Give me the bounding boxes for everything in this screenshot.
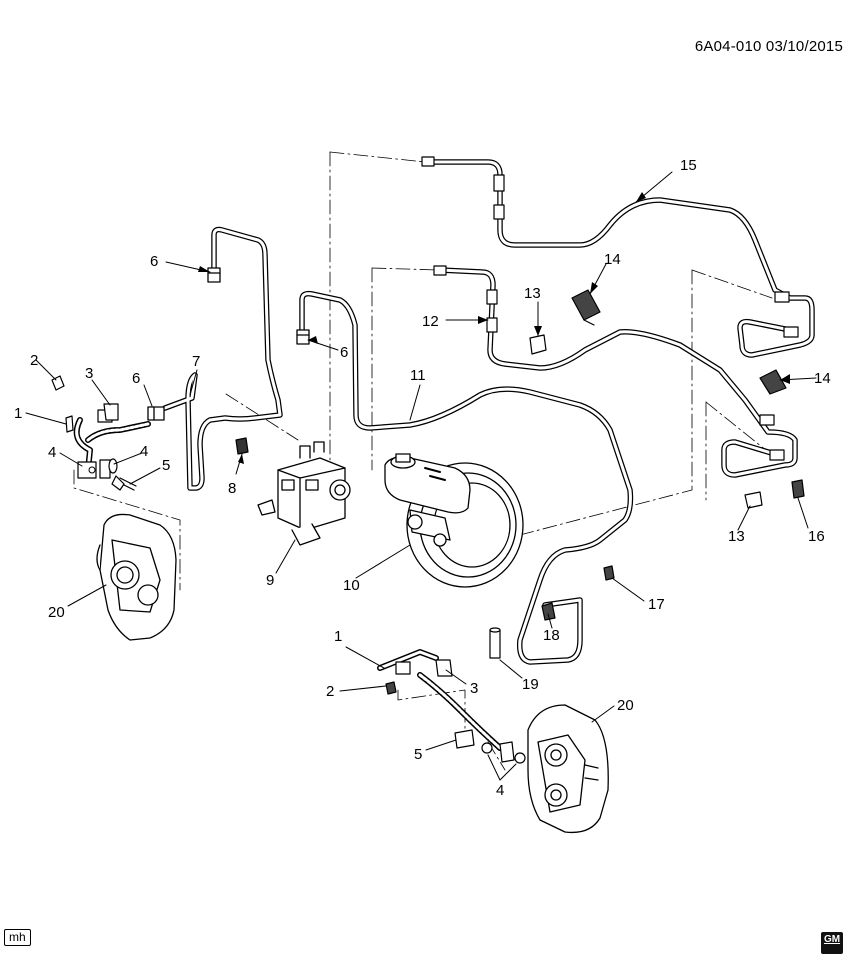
callout-4-rear: 4 (496, 782, 504, 799)
clip-13-lower (744, 491, 763, 509)
hose-sleeve-19 (489, 627, 501, 659)
callout-labels: 15 14 6 13 12 6 2 7 3 11 6 14 1 4 4 5 8 … (14, 157, 831, 799)
clip-18 (541, 602, 556, 621)
callout-9: 9 (266, 572, 274, 589)
fitting-6-upper (207, 267, 221, 283)
callout-20-rear: 20 (617, 697, 634, 714)
fitting-6-middle (296, 329, 310, 345)
callout-15: 15 (680, 157, 697, 174)
front-brake-hose-assembly (51, 375, 151, 491)
leader-arrowheads (198, 192, 790, 464)
callout-4-left-a: 4 (48, 444, 56, 461)
illustrator-tag: mh (4, 929, 31, 946)
callout-6-left: 6 (132, 370, 140, 387)
callout-1-rear: 1 (334, 628, 342, 645)
callout-6-middle: 6 (340, 344, 348, 361)
callout-14-upper: 14 (604, 251, 621, 268)
callout-20-left: 20 (48, 604, 65, 621)
gm-logo-text: GM (823, 934, 841, 945)
callout-4-left-b: 4 (140, 443, 148, 460)
callout-5-rear: 5 (414, 746, 422, 763)
reference-lines (73, 151, 773, 771)
callout-13-upper: 13 (524, 285, 541, 302)
brake-caliper-rear (527, 704, 609, 834)
brake-caliper-front (96, 513, 177, 641)
gm-logo: GM (821, 932, 843, 954)
callout-2-left: 2 (30, 352, 38, 369)
callout-7: 7 (192, 353, 200, 370)
callout-18: 18 (543, 627, 560, 644)
callout-2-rear: 2 (326, 683, 334, 700)
tube-nut-fittings (421, 156, 799, 461)
callout-6-upper: 6 (150, 253, 158, 270)
clip-8 (235, 437, 249, 455)
callout-14-lower: 14 (814, 370, 831, 387)
callout-1-left: 1 (14, 405, 22, 422)
diagram-code: 6A04-010 03/10/2015 (694, 38, 843, 55)
retainer-14-upper (571, 289, 601, 326)
callout-5-left: 5 (162, 457, 170, 474)
callout-3-rear: 3 (470, 680, 478, 697)
fitting-6-left (147, 406, 165, 421)
callout-19: 19 (522, 676, 539, 693)
master-cylinder-and-booster (384, 453, 524, 588)
callout-17: 17 (648, 596, 665, 613)
abs-modulator-valve (257, 441, 351, 546)
clip-16 (791, 479, 805, 499)
brake-line-7 (162, 226, 283, 491)
callout-10: 10 (343, 577, 360, 594)
callout-12: 12 (422, 313, 439, 330)
callout-13-lower: 13 (728, 528, 745, 545)
callout-8: 8 (228, 480, 236, 497)
callout-11: 11 (410, 367, 426, 384)
leader-lines (25, 171, 817, 781)
clip-13-upper (529, 334, 547, 355)
rear-brake-hose-assembly (377, 649, 526, 764)
callout-3-left: 3 (85, 365, 93, 382)
clip-17 (603, 565, 615, 581)
callout-16: 16 (808, 528, 825, 545)
retainer-14-lower (759, 369, 787, 395)
